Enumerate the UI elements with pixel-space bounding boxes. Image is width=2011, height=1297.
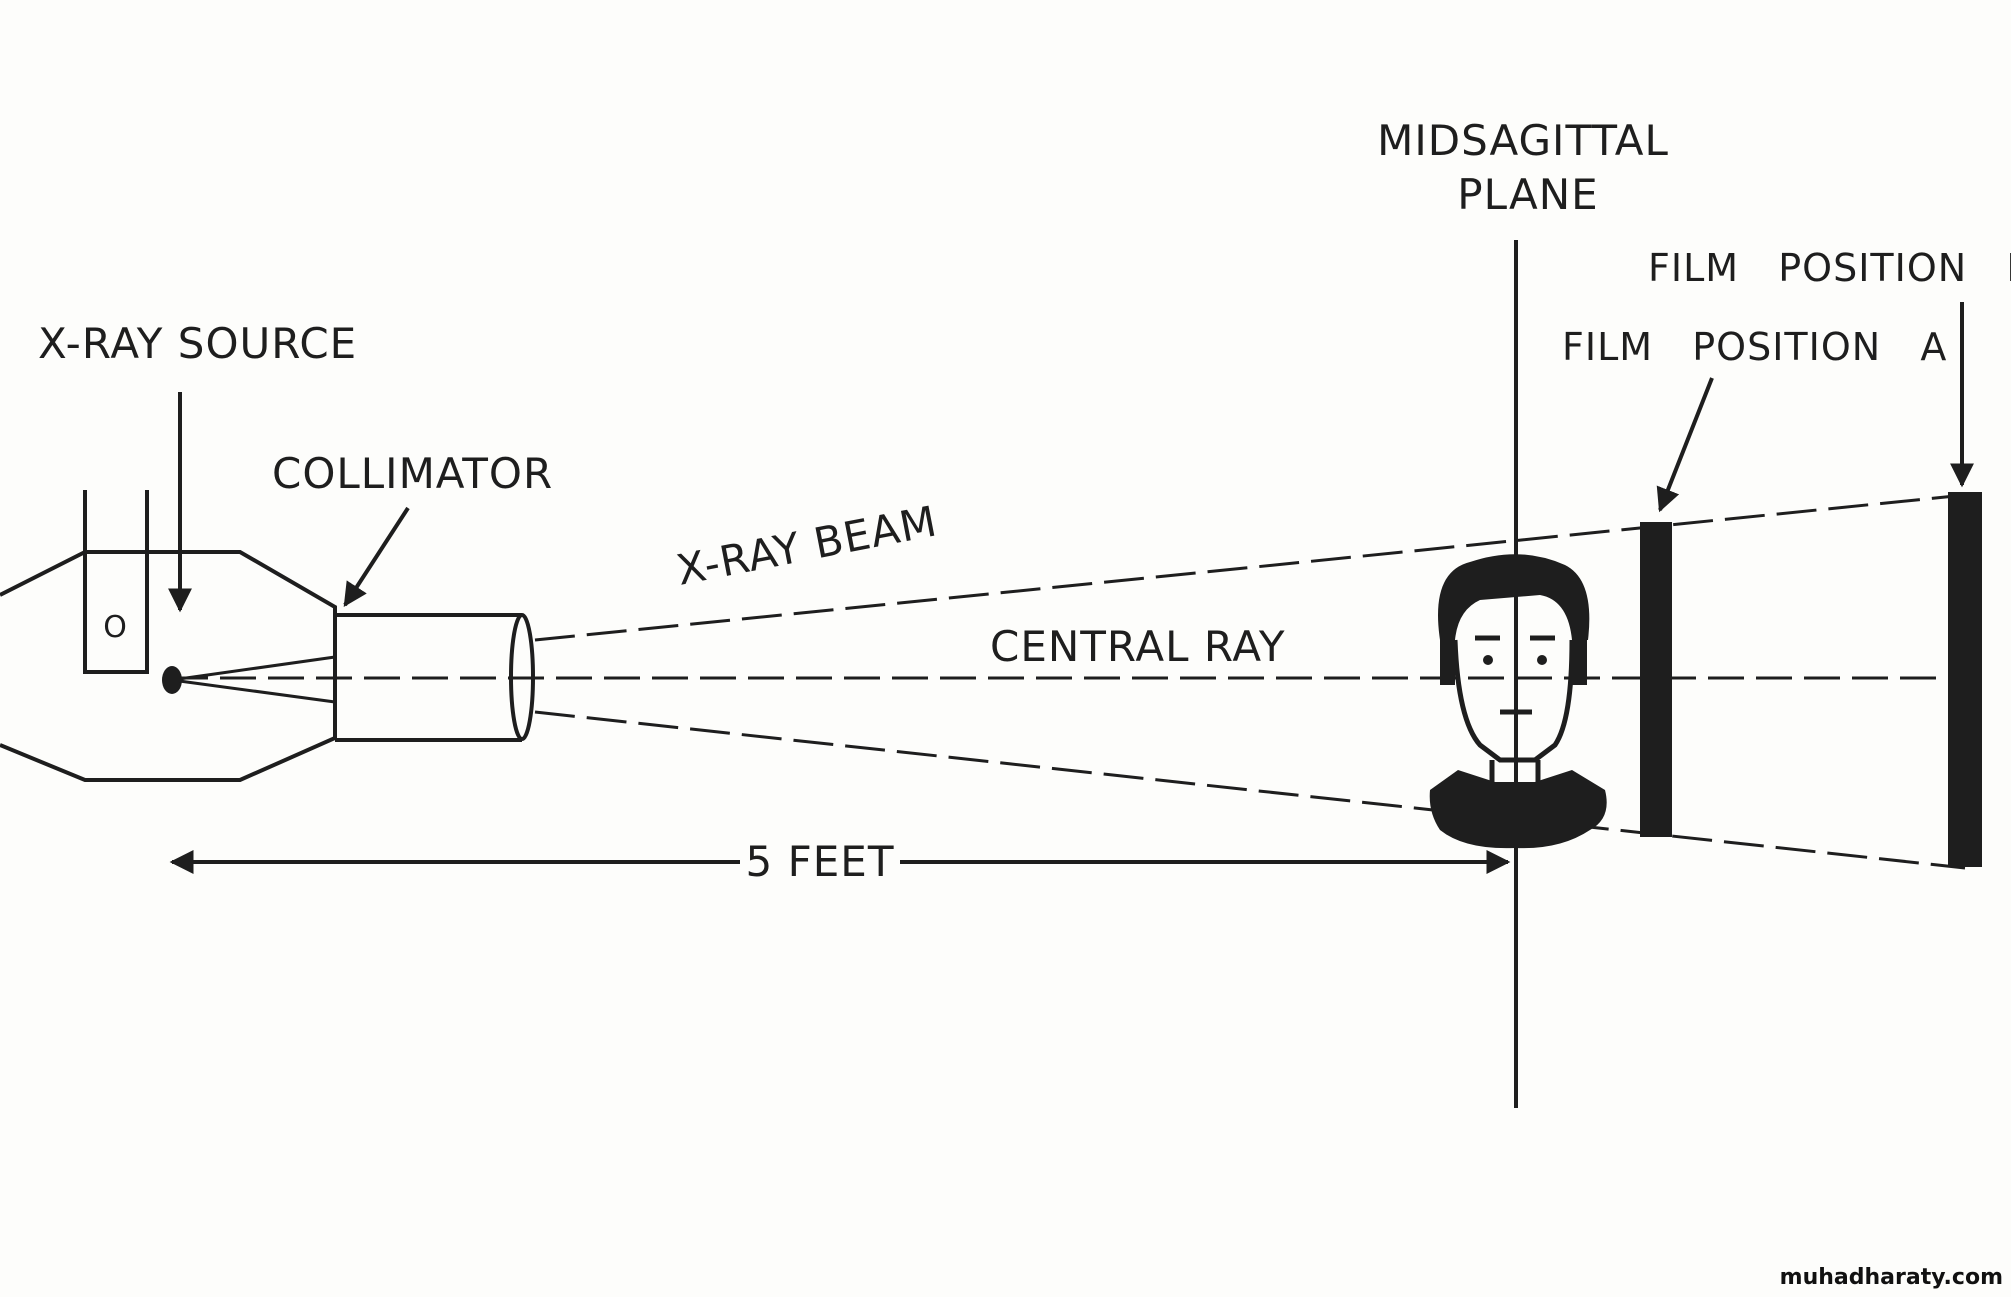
collimator-label: COLLIMATOR <box>272 449 553 498</box>
head-left-eye <box>1483 655 1493 665</box>
midsagittal-label-line2: PLANE <box>1457 170 1598 219</box>
film-position-b-label: FILM POSITION B <box>1648 246 2011 290</box>
xray-tube <box>0 490 337 782</box>
tube-window-label: O <box>103 610 127 645</box>
beam-upper-ray <box>534 493 1966 642</box>
film-position-a-bar <box>1640 522 1672 837</box>
beam-upper-inner <box>171 655 336 682</box>
head-right-eye <box>1537 655 1547 665</box>
midsagittal-label-line1: MIDSAGITTAL <box>1377 116 1669 165</box>
film-position-a-label: FILM POSITION A <box>1562 325 1947 369</box>
tube-housing-outline <box>0 550 337 782</box>
xray-source-label: X-RAY SOURCE <box>38 319 357 368</box>
film-position-b-bar <box>1948 492 1982 867</box>
head-shoulders <box>1429 770 1607 849</box>
head-hair <box>1438 554 1590 640</box>
central-ray-label: CENTRAL RAY <box>990 622 1286 671</box>
head-face <box>1452 639 1575 763</box>
beam-lower-inner <box>171 678 336 704</box>
tube-window-box <box>83 550 149 674</box>
collimator-arrow <box>343 506 410 608</box>
pointer-arrows <box>168 302 1974 613</box>
film-a-arrow <box>1656 377 1714 513</box>
watermark: muhadharaty.com <box>1780 1265 2003 1290</box>
head-right-ear <box>1572 640 1587 685</box>
beam-lower-ray <box>534 710 1966 870</box>
xray-beam-label: X-RAY BEAM <box>673 496 942 594</box>
patient-head <box>1429 554 1607 849</box>
head-left-ear <box>1440 640 1455 685</box>
xray-beam <box>171 493 1966 870</box>
head-neck <box>1489 760 1541 782</box>
distance-label: 5 FEET <box>746 837 895 886</box>
